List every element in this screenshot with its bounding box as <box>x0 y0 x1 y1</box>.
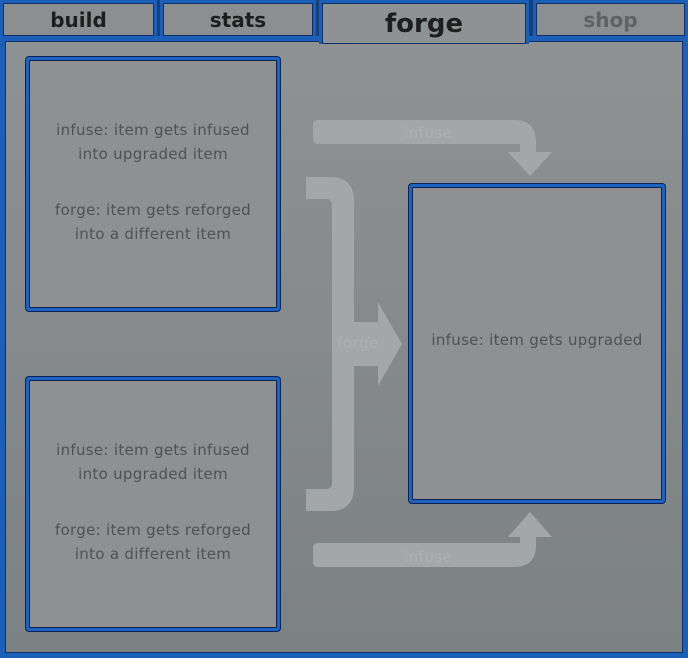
slot-top-infuse-line1: infuse: item gets infused <box>56 121 250 139</box>
infuse-arrow-bottom <box>313 512 552 567</box>
infuse-arrow-top <box>313 120 552 176</box>
tab-forge[interactable]: forge <box>319 0 529 44</box>
slot-bottom-forge-line1: forge: item gets reforged <box>54 521 251 539</box>
tab-shop[interactable]: shop <box>533 0 688 36</box>
slot-bottom-infuse-line1: infuse: item gets infused <box>56 441 250 459</box>
infuse-label-bottom: infuse <box>404 548 453 566</box>
forge-arrow <box>306 177 402 511</box>
tab-build[interactable]: build <box>0 0 157 36</box>
slot-top-forge-line1: forge: item gets reforged <box>54 201 251 219</box>
tab-stats[interactable]: stats <box>160 0 316 36</box>
result-slot-text: infuse: item gets upgraded <box>431 331 643 349</box>
slot-top-forge-line2: into a different item <box>74 225 232 243</box>
slot-top-infuse-line2: into upgraded item <box>78 145 228 163</box>
input-slot-bottom[interactable]: infuse: item gets infused into upgraded … <box>26 377 280 631</box>
slot-bottom-forge-line2: into a different item <box>74 545 232 563</box>
forge-label: forge <box>337 334 379 352</box>
infuse-label-top: infuse <box>404 124 453 142</box>
slot-bottom-infuse-line2: into upgraded item <box>78 465 228 483</box>
input-slot-top[interactable]: infuse: item gets infused into upgraded … <box>26 57 280 311</box>
result-slot[interactable]: infuse: item gets upgraded <box>409 184 665 503</box>
